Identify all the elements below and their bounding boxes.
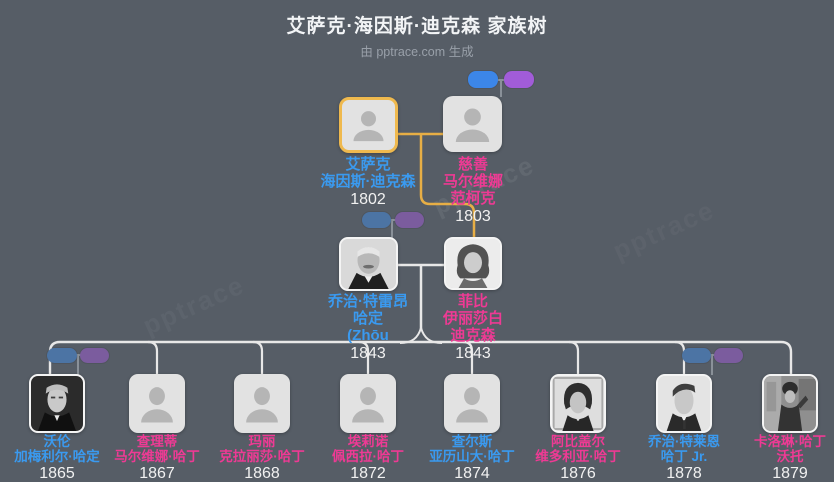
portrait-photo — [764, 376, 816, 431]
parents-chip-male[interactable] — [468, 71, 498, 88]
child-drop — [462, 340, 474, 375]
spouse-chip-female[interactable] — [714, 348, 743, 363]
person-card-george-tryon-harding-jr[interactable] — [656, 374, 712, 433]
person-card-charity-van-kirk[interactable] — [443, 96, 502, 152]
person-card-warren-harding[interactable] — [29, 374, 85, 433]
person-card-charity-harding[interactable] — [129, 374, 185, 433]
person-placeholder-icon — [456, 387, 488, 423]
spouse-chip-male[interactable] — [682, 348, 711, 363]
descent-flare — [399, 324, 443, 344]
page-title: 艾萨克·海因斯·迪克森 家族树 — [286, 16, 548, 37]
parents-chip-male[interactable] — [362, 212, 391, 228]
child-drop — [568, 340, 580, 375]
person-card-abigail-harding[interactable] — [550, 374, 606, 433]
portrait-photo — [552, 376, 604, 431]
person-card-charles-harding[interactable] — [444, 374, 500, 433]
spouse-chip-male[interactable] — [47, 348, 77, 363]
person-card-phoebe-dickerson[interactable] — [444, 237, 502, 290]
child-drop — [252, 340, 264, 375]
descent-line-gen1 — [419, 134, 476, 237]
person-placeholder-icon — [455, 108, 490, 142]
person-card-carolyn-harding-votaw[interactable] — [762, 374, 818, 433]
person-card-isaac-dickerson[interactable] — [339, 97, 398, 153]
portrait-photo — [341, 239, 396, 289]
spouse-chip-female[interactable] — [80, 348, 109, 363]
child-drop — [358, 340, 370, 375]
person-placeholder-icon — [246, 387, 278, 423]
portrait-photo — [658, 376, 710, 431]
portrait-photo — [31, 376, 83, 431]
person-placeholder-icon — [352, 387, 384, 423]
sibling-rail — [48, 340, 793, 375]
page-subtitle: 由 pptrace.com 生成 — [360, 45, 474, 59]
portrait-photo — [446, 239, 500, 288]
person-card-eleanor-harding[interactable] — [340, 374, 396, 433]
person-placeholder-icon — [141, 387, 173, 423]
parents-chip-female[interactable] — [395, 212, 424, 228]
child-drop — [147, 340, 159, 375]
parents-chip-female[interactable] — [504, 71, 534, 88]
person-placeholder-icon — [353, 111, 384, 142]
person-card-mary-harding[interactable] — [234, 374, 290, 433]
person-card-george-tryon-harding[interactable] — [339, 237, 398, 291]
